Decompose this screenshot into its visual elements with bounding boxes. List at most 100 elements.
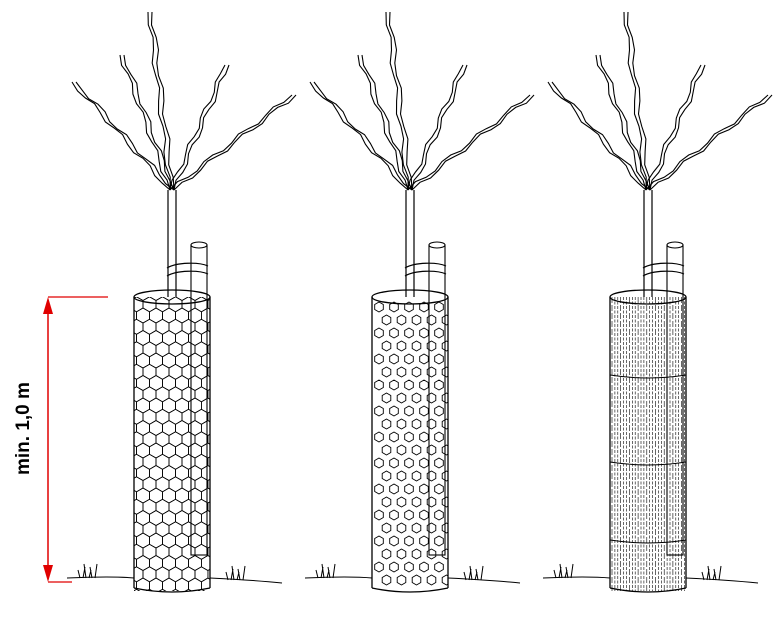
ground-line-right (447, 577, 521, 584)
branch-outline (547, 81, 647, 191)
perforation-hole (374, 379, 384, 391)
mesh-cell (137, 601, 150, 616)
grass-tuft (225, 565, 246, 581)
perforation-hole (381, 496, 392, 508)
guard-pattern (374, 301, 448, 586)
branch-outline (649, 94, 773, 191)
perforation-hole (396, 470, 407, 482)
perforation-hole (411, 522, 422, 534)
perforation-hole (396, 418, 407, 430)
mesh-cell (124, 601, 137, 616)
tree-tie (166, 262, 209, 277)
perforation-hole (396, 340, 407, 352)
grass-tuft (77, 563, 98, 579)
perforation-hole (411, 548, 422, 560)
guard-pattern (610, 297, 686, 591)
spiral-band (610, 374, 686, 379)
perforation-hole (426, 340, 437, 352)
perforation-hole (441, 418, 448, 430)
perforation-hole (389, 353, 399, 365)
branch-outline (649, 64, 706, 191)
branch-outline (309, 81, 409, 191)
branch-outline (595, 54, 647, 191)
perforation-hole (411, 470, 422, 482)
branch-outline (169, 64, 226, 191)
perforation-hole (381, 392, 392, 404)
perforation-hole (381, 366, 392, 378)
branch-outline (407, 64, 464, 191)
dimension-marker (43, 296, 108, 583)
perforation-hole (374, 405, 384, 417)
perforation-hole (381, 444, 392, 456)
perforation-hole (381, 340, 392, 352)
branch-outline (599, 54, 651, 191)
mesh-cell (169, 612, 182, 619)
perforation-hole (419, 379, 429, 391)
perforation-hole (434, 301, 444, 313)
mesh-cell (182, 612, 195, 619)
perforation-hole (426, 392, 437, 404)
perforation-hole (374, 457, 384, 469)
perforation-hole (411, 418, 422, 430)
perforation-hole (389, 405, 399, 417)
mesh-cell (208, 589, 221, 604)
stake-top (428, 241, 446, 249)
perforation-hole (434, 509, 444, 521)
perforation-hole (389, 457, 399, 469)
perforation-hole (426, 522, 437, 534)
perforation-hole (396, 366, 407, 378)
perforation-hole (411, 444, 422, 456)
mesh-cell (156, 612, 169, 619)
mesh-cell (207, 523, 210, 535)
perforation-hole (434, 379, 444, 391)
perforation-hole (381, 574, 392, 586)
mesh-cell (207, 433, 210, 445)
perforation-hole (419, 327, 429, 339)
branch-outline (388, 11, 413, 191)
mesh-cell (207, 411, 210, 423)
branch-outline (626, 11, 651, 191)
perforation-hole (434, 457, 444, 469)
mesh-cell (207, 456, 210, 468)
perforation-hole (441, 522, 448, 534)
perforation-hole (411, 366, 422, 378)
perforation-hole (434, 431, 444, 443)
perforation-hole (374, 327, 384, 339)
guard-bottom-rim (609, 587, 687, 593)
perforation-hole (381, 314, 392, 326)
branch-outline (119, 54, 171, 191)
panel-spiral-vertical-mesh-guard (542, 11, 773, 593)
perforation-hole (426, 314, 437, 326)
perforation-hole (374, 483, 384, 495)
grass-tuft (463, 565, 484, 581)
dimension-arrow-up (43, 297, 53, 314)
perforation-hole (426, 496, 437, 508)
perforation-hole (426, 548, 437, 560)
ground-line-left (542, 576, 611, 579)
branch-outline (411, 64, 468, 191)
perforation-hole (396, 496, 407, 508)
branch-outline (123, 54, 175, 191)
mesh-cell (197, 588, 206, 591)
perforation-hole (389, 301, 399, 313)
perforation-hole (441, 574, 448, 586)
perforation-hole (426, 574, 437, 586)
mesh-cell (134, 588, 141, 591)
branch-outline (357, 54, 409, 191)
branch-outline (645, 94, 769, 191)
mesh-cell (207, 366, 210, 378)
mesh-cell (207, 478, 210, 490)
perforation-hole (419, 353, 429, 365)
mesh-cell (207, 501, 210, 513)
branch-outline (623, 11, 647, 191)
mesh-cell (207, 388, 210, 400)
perforation-hole (419, 509, 429, 521)
mesh-cell (176, 601, 189, 616)
perforation-hole (396, 548, 407, 560)
tree-tie (642, 262, 685, 277)
perforation-hole (374, 509, 384, 521)
mesh-cell (143, 612, 156, 619)
perforation-hole (441, 314, 448, 326)
